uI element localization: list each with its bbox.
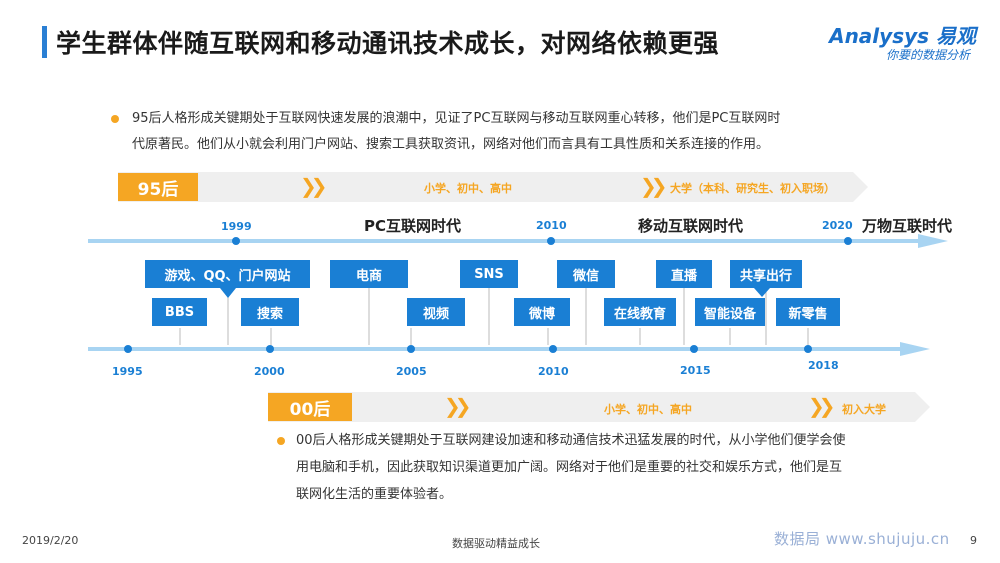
logo-text: Analysys 易观 xyxy=(829,24,976,48)
tag-ecommerce: 电商 xyxy=(330,260,408,288)
tag-live: 直播 xyxy=(656,260,712,288)
tag-online-education: 在线教育 xyxy=(604,298,676,326)
timeline-bottom-dot xyxy=(266,345,274,353)
tag-wechat: 微信 xyxy=(557,260,615,288)
title-accent-bar xyxy=(42,26,47,58)
bullet-dot xyxy=(111,115,119,123)
era-label: 万物互联时代 xyxy=(862,217,953,235)
era-label: PC互联网时代 xyxy=(364,217,462,235)
intro-line: 95后人格形成关键期处于互联网快速发展的浪潮中，见证了PC互联网与移动互联网重心… xyxy=(132,111,781,126)
outro-line: 联网化生活的重要体验者。 xyxy=(296,487,453,502)
tag-new-retail: 新零售 xyxy=(776,298,840,326)
footer-slogan: 数据驱动精益成长 xyxy=(452,537,540,550)
tag-bbs: BBS xyxy=(152,298,207,326)
tag-pointer xyxy=(220,288,236,298)
timeline-bottom-year: 2018 xyxy=(808,359,839,372)
timeline-top-line xyxy=(88,239,923,243)
page-title: 学生群体伴随互联网和移动通讯技术成长，对网络依赖更强 xyxy=(56,29,720,58)
band-00-stage2: 初入大学 xyxy=(842,403,886,416)
timeline-top-dot xyxy=(232,237,240,245)
timeline-bottom-dot xyxy=(690,345,698,353)
footer-date: 2019/2/20 xyxy=(22,534,79,547)
outro-line: 用电脑和手机，因此获取知识渠道更加广阔。网络对于他们是重要的社交和娱乐方式，他们… xyxy=(296,460,843,475)
timeline-bottom-year: 2010 xyxy=(538,365,569,378)
timeline-bottom-dot xyxy=(124,345,132,353)
band-95-label: 95后 xyxy=(118,173,198,201)
band-00-label: 00后 xyxy=(268,393,352,421)
chevron-double-icon: ❯❯ xyxy=(444,394,471,418)
timeline-top-arrowhead xyxy=(918,234,948,248)
page-number: 9 xyxy=(970,534,977,547)
logo-prefix: A xyxy=(829,24,845,48)
timeline-bottom-line xyxy=(88,347,906,351)
tag-weibo: 微博 xyxy=(514,298,570,326)
bullet-dot xyxy=(277,437,285,445)
tag-sharing: 共享出行 xyxy=(730,260,802,288)
brand-logo: Analysys 易观 你要的数据分析 xyxy=(826,20,976,66)
tag-search: 搜索 xyxy=(241,298,299,326)
tag-pointer xyxy=(754,288,770,297)
timeline-top-year: 2010 xyxy=(536,219,567,232)
chevron-double-icon: ❯❯ xyxy=(808,394,835,418)
tag-video: 视频 xyxy=(407,298,465,326)
timeline-bottom-year: 2005 xyxy=(396,365,427,378)
timeline-top-dot xyxy=(547,237,555,245)
band-00-arrow xyxy=(268,392,930,422)
intro-paragraph: 95后人格形成关键期处于互联网快速发展的浪潮中，见证了PC互联网与移动互联网重心… xyxy=(132,106,892,158)
timeline-top-year: 1999 xyxy=(221,220,252,233)
timeline-bottom-year: 1995 xyxy=(112,365,143,378)
intro-line: 代原著民。他们从小就会利用门户网站、搜索工具获取资讯，网络对他们而言具有工具性质… xyxy=(132,137,770,152)
band-00-background xyxy=(268,392,930,422)
timeline-bottom-arrowhead xyxy=(900,342,930,356)
band-95-stage1: 小学、初中、高中 xyxy=(424,182,512,195)
timeline-bottom-year: 2015 xyxy=(680,364,711,377)
band-95-background xyxy=(118,172,868,202)
timeline-bottom-year: 2000 xyxy=(254,365,285,378)
timeline-top-dot xyxy=(844,237,852,245)
outro-line: 00后人格形成关键期处于互联网建设加速和移动通信技术迅猛发展的时代，从小学他们便… xyxy=(296,433,846,448)
band-95-arrow xyxy=(118,172,868,202)
tag-games-qq-portal: 游戏、QQ、门户网站 xyxy=(145,260,310,288)
band-00-stage1: 小学、初中、高中 xyxy=(604,403,692,416)
tag-sns: SNS xyxy=(460,260,518,288)
timeline-top-arrow xyxy=(88,234,948,248)
timeline-top-year: 2020 xyxy=(822,219,853,232)
era-label: 移动互联网时代 xyxy=(638,217,744,235)
band-95-stage2: 大学（本科、研究生、初入职场） xyxy=(670,182,835,195)
timeline-bottom-dot xyxy=(549,345,557,353)
timeline-bottom-arrow xyxy=(88,342,930,356)
outro-paragraph: 00后人格形成关键期处于互联网建设加速和移动通信技术迅猛发展的时代，从小学他们便… xyxy=(296,427,936,508)
timeline-bottom-dot xyxy=(407,345,415,353)
logo-tagline: 你要的数据分析 xyxy=(885,48,970,62)
timeline-bottom-dot xyxy=(804,345,812,353)
watermark: 数据局 www.shujuju.cn xyxy=(774,530,950,548)
tag-smart-devices: 智能设备 xyxy=(695,298,765,326)
